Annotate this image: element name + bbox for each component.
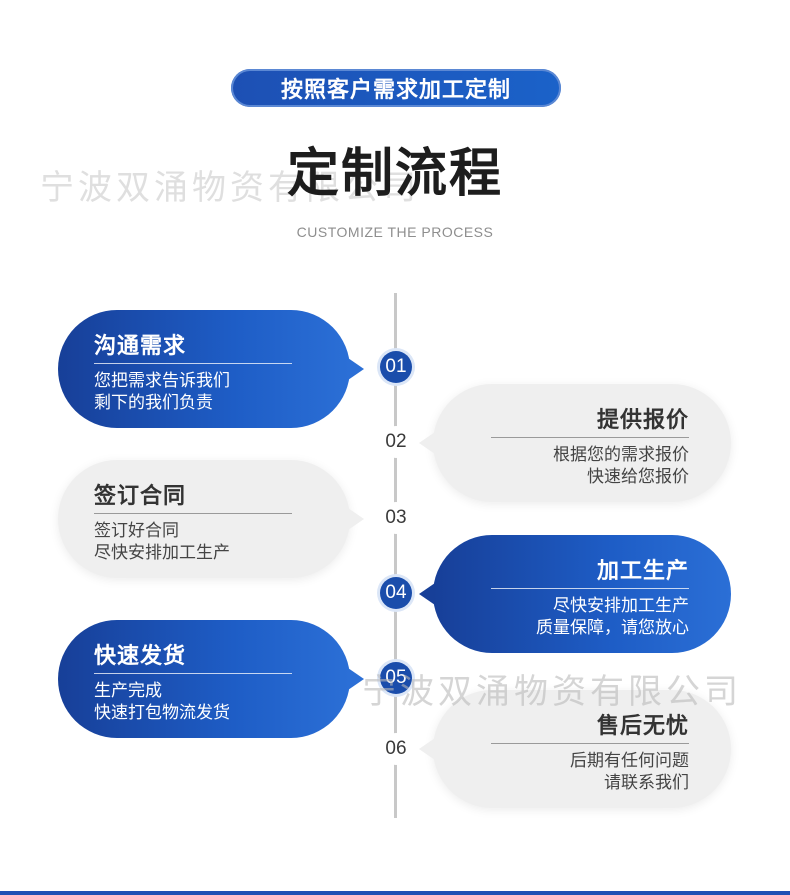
- step-title: 提供报价: [596, 408, 689, 433]
- step-card-4: 加工生产 尽快安排加工生产 质量保障，请您放心: [419, 535, 731, 653]
- step-number-4: 04: [380, 577, 412, 609]
- timeline-line: [394, 293, 397, 818]
- step-card-5: 快速发货 生产完成 快速打包物流发货: [58, 620, 364, 738]
- step-number-3: 03: [380, 502, 412, 534]
- card-pointer: [419, 432, 435, 454]
- step-card-3: 签订合同 签订好合同 尽快安排加工生产: [58, 460, 364, 578]
- watermark-bottom: 宁波双涌物资有限公司: [362, 672, 742, 712]
- divider: [94, 673, 292, 674]
- step-title: 加工生产: [596, 559, 689, 584]
- step-description: 生产完成 快速打包物流发货: [94, 681, 230, 723]
- step-number-2: 02: [380, 426, 412, 458]
- page-title: 定制流程: [286, 144, 503, 204]
- step-card-2: 提供报价 根据您的需求报价 快速给您报价: [419, 384, 731, 502]
- step-description: 后期有任何问题 请联系我们: [570, 751, 689, 793]
- step-title: 售后无忧: [596, 714, 689, 739]
- card-pointer: [419, 583, 435, 605]
- step-title: 快速发货: [94, 644, 187, 669]
- divider: [491, 437, 689, 438]
- step-number-6: 06: [380, 733, 412, 765]
- card-pointer: [348, 358, 364, 380]
- step-card-6: 售后无忧 后期有任何问题 请联系我们: [419, 690, 731, 808]
- step-description: 签订好合同 尽快安排加工生产: [94, 521, 230, 563]
- step-title: 签订合同: [94, 484, 187, 509]
- step-card-1: 沟通需求 您把需求告诉我们 剩下的我们负责: [58, 310, 364, 428]
- card-pointer: [348, 508, 364, 530]
- card-pointer: [348, 668, 364, 690]
- header-banner: 按照客户需求加工定制: [231, 69, 561, 107]
- divider: [94, 363, 292, 364]
- step-number-1: 01: [380, 351, 412, 383]
- step-description: 根据您的需求报价 快速给您报价: [553, 445, 689, 487]
- watermark-top: 宁波双涌物资有限公司: [40, 168, 420, 208]
- step-description: 尽快安排加工生产 质量保障，请您放心: [536, 596, 689, 638]
- card-pointer: [419, 738, 435, 760]
- step-description: 您把需求告诉我们 剩下的我们负责: [94, 371, 230, 413]
- step-number-5: 05: [380, 662, 412, 694]
- step-title: 沟通需求: [94, 334, 187, 359]
- bottom-accent-bar: [0, 891, 790, 895]
- divider: [491, 743, 689, 744]
- divider: [94, 513, 292, 514]
- divider: [491, 588, 689, 589]
- page-subtitle: CUSTOMIZE THE PROCESS: [296, 224, 494, 240]
